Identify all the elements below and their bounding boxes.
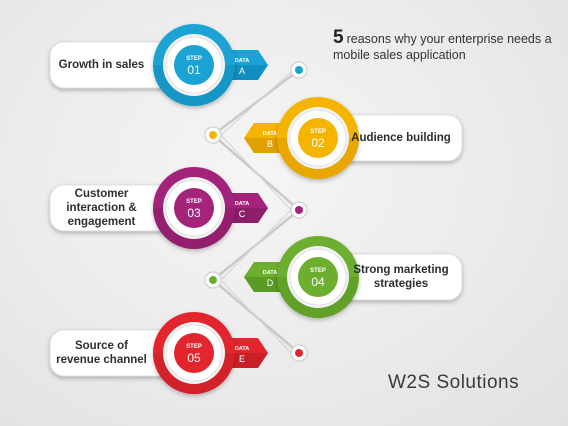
title-number: 5 [333, 27, 344, 48]
step-label: Audience building [351, 132, 451, 144]
data-letter: E [239, 354, 245, 364]
connector-dot [204, 126, 222, 144]
data-letter: B [267, 139, 273, 149]
step-label: Source of revenue channel [56, 340, 147, 366]
step-word: STEP [186, 56, 202, 62]
brand-logo: W2S Solutions [388, 372, 520, 393]
data-word: DATA [235, 58, 249, 64]
step-number: 04 [311, 275, 325, 289]
step-label: Customer interaction & engagement [66, 188, 137, 228]
data-word: DATA [235, 201, 249, 207]
step-label: Growth in sales [58, 59, 145, 71]
connector-dot [204, 271, 222, 289]
data-word: DATA [235, 346, 249, 352]
step-label: Strong marketing strategies [353, 264, 449, 290]
connector-dot [290, 201, 308, 219]
data-letter: D [267, 278, 274, 288]
data-letter: C [239, 209, 246, 219]
step-word: STEP [310, 129, 326, 135]
step-number: 02 [311, 136, 325, 150]
step-word: STEP [186, 344, 202, 350]
title-text: reasons why your enterprise needs a mobi… [333, 32, 552, 62]
data-word: DATA [263, 270, 277, 276]
step-number: 05 [187, 351, 201, 365]
connector-dot [290, 344, 308, 362]
connector-dot [290, 61, 308, 79]
step-word: STEP [310, 268, 326, 274]
step-number: 01 [187, 63, 201, 77]
data-word: DATA [263, 131, 277, 137]
step-word: STEP [186, 199, 202, 205]
data-letter: A [239, 66, 245, 76]
step-number: 03 [187, 206, 201, 220]
